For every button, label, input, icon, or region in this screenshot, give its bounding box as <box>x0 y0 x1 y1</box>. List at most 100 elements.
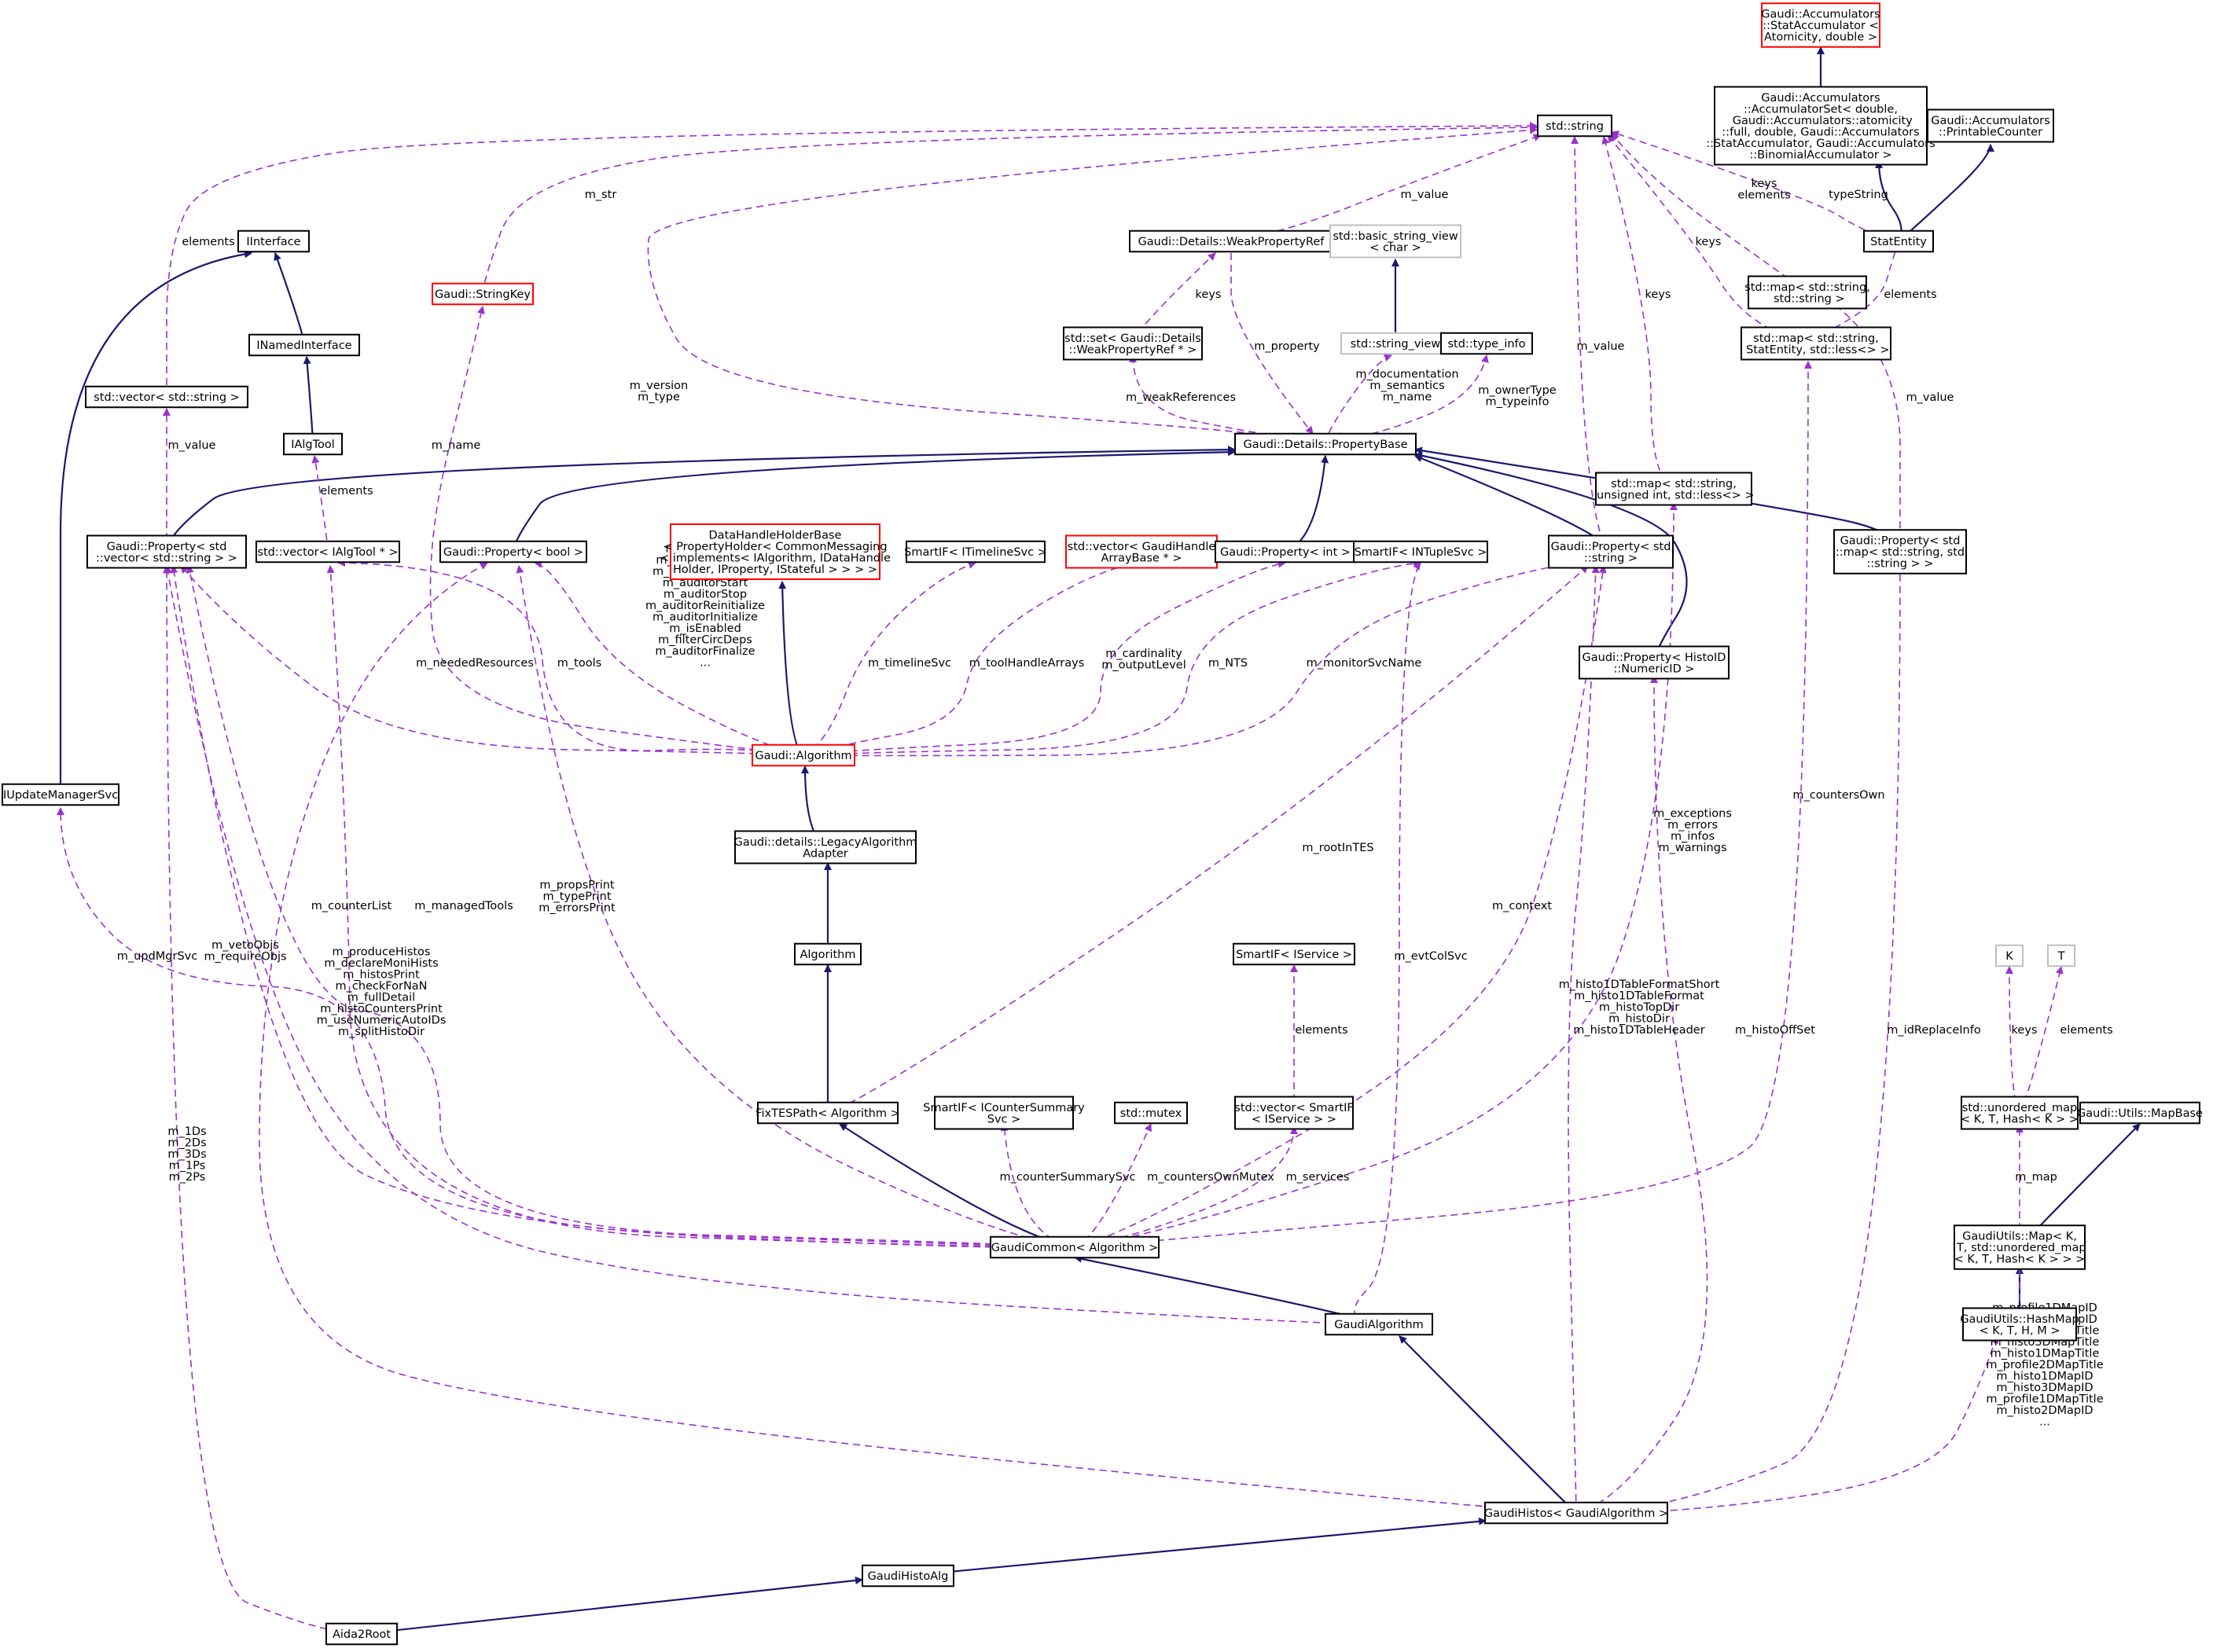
class-node-label: GaudiUtils::HashMap< K, T, H, M > <box>1960 1313 2079 1338</box>
edge-label-statentity-mapstrstat: elements <box>1884 288 1936 301</box>
class-node-label: std::map< std::string, std::string > <box>1744 281 1870 306</box>
class-node-box <box>1329 224 1461 259</box>
class-node-box <box>1748 275 1867 310</box>
edge-label-propmap-mapstrstr: m_value <box>1906 391 1954 404</box>
class-node-box <box>1954 1224 2086 1270</box>
class-node-hashmap[interactable]: GaudiUtils::HashMap< K, T, H, M > <box>1960 1307 2079 1342</box>
edge-label-gaudihistos-propmap: m_idReplaceInfo <box>1887 1024 1981 1037</box>
class-node-unorderedmap[interactable]: std::unordered_map< K, T, Hash< K > > <box>1961 1096 2079 1130</box>
class-node-T[interactable]: T <box>2047 944 2075 967</box>
class-node-mapstrstat[interactable]: std::map< std::string, StatEntity, std::… <box>1741 326 1891 361</box>
class-node-gaudialgorithm_base[interactable]: Gaudi::Algorithm <box>752 743 855 767</box>
class-node-propmap[interactable]: Gaudi::Property< std::map< std::string, … <box>1833 529 1967 575</box>
class-node-fixtes[interactable]: FixTESPath< Algorithm > <box>755 1101 900 1125</box>
class-node-label: SmartIF< IService > <box>1236 949 1352 961</box>
class-node-smartntuple[interactable]: SmartIF< INTupleSvc > <box>1353 540 1488 564</box>
class-node-stdstring[interactable]: std::string <box>1537 114 1612 138</box>
class-node-iinterface[interactable]: IInterface <box>237 229 310 253</box>
class-node-weakpropref[interactable]: Gaudi::Details::WeakPropertyRef <box>1129 229 1333 253</box>
class-node-box <box>1233 942 1355 966</box>
class-node-stdmutex[interactable]: std::mutex <box>1114 1101 1188 1125</box>
class-node-K[interactable]: K <box>1995 944 2024 967</box>
edge-label-stringkey-stdstring: m_str <box>585 189 617 201</box>
class-node-gumap[interactable]: GaudiUtils::Map< K, T, std::unordered_ma… <box>1953 1224 2086 1270</box>
class-node-stataccum[interactable]: Gaudi::Accumulators::StatAccumulator <At… <box>1761 2 1880 48</box>
member-edge-gaudicommon-propstr <box>1074 565 1607 1248</box>
class-node-propint[interactable]: Gaudi::Property< int > <box>1215 540 1356 564</box>
class-node-gaudicommon[interactable]: GaudiCommon< Algorithm > <box>990 1235 1160 1259</box>
class-node-box <box>1537 114 1612 138</box>
class-node-statentity[interactable]: StatEntity <box>1863 229 1934 253</box>
class-node-gaudialg[interactable]: GaudiAlgorithm <box>1325 1312 1433 1336</box>
class-node-vecsmartiservice[interactable]: std::vector< SmartIF< IService > > <box>1234 1096 1354 1130</box>
class-node-gaudihistos[interactable]: GaudiHistos< GaudiAlgorithm > <box>1484 1501 1668 1525</box>
class-node-accumset[interactable]: Gaudi::Accumulators::AccumulatorSet< dou… <box>1706 86 1935 166</box>
class-node-gaudihistoalg[interactable]: GaudiHistoAlg <box>862 1564 954 1588</box>
class-node-iupdmgr[interactable]: IUpdateManagerSvc <box>2 783 119 806</box>
class-node-label: Gaudi::Property< std::map< std::string, … <box>1836 535 1965 571</box>
edge-label-gaudicommon-vecialgtool: m_managedTools <box>414 900 513 912</box>
class-node-setweak[interactable]: std::set< Gaudi::Details::WeakPropertyRe… <box>1063 326 1203 361</box>
class-node-propstr[interactable]: Gaudi::Property< std::string > <box>1548 534 1674 569</box>
edge-label-weakpropref-stdstring: m_value <box>1401 189 1449 201</box>
class-node-inamed[interactable]: INamedInterface <box>248 333 360 357</box>
class-node-box <box>862 1564 954 1588</box>
class-node-algorithm[interactable]: Algorithm <box>794 942 862 966</box>
member-edge-gaudihistos-hashmap <box>1575 1335 1998 1514</box>
class-node-bsv[interactable]: std::basic_string_view< char > <box>1329 224 1461 259</box>
class-node-ialgtool[interactable]: IAlgTool <box>283 432 343 456</box>
edge-label-propbase-setweak: m_weakReferences <box>1126 391 1236 404</box>
class-node-box <box>734 830 917 865</box>
class-node-vecstr[interactable]: std::vector< std::string > <box>85 385 248 409</box>
edge-label-gaudicommon-propstr: m_context <box>1492 900 1552 912</box>
class-node-stringkey[interactable]: Gaudi::StringKey <box>432 282 534 306</box>
edge-label-vecstr-stdstring: elements <box>182 236 234 248</box>
member-edge-gaudihistos-prophistoid <box>1575 675 1708 1514</box>
edge-label-hashmap-unorderedmap: m_map <box>2015 1171 2057 1184</box>
class-node-mapstrstr[interactable]: std::map< std::string, std::string > <box>1744 275 1870 310</box>
class-node-box <box>325 1622 398 1646</box>
edge-label-weakpropref-propbase: m_property <box>1254 340 1320 353</box>
class-node-box <box>2047 944 2075 967</box>
class-node-aida2root[interactable]: Aida2Root <box>325 1622 398 1646</box>
class-node-smarttimeline[interactable]: SmartIF< ITimelineSvc > <box>904 540 1047 564</box>
class-node-box <box>255 540 400 564</box>
class-node-box <box>86 534 247 569</box>
class-node-smartiservice[interactable]: SmartIF< IService > <box>1233 942 1355 966</box>
class-node-label: std::vector< SmartIF< IService > > <box>1234 1102 1353 1126</box>
class-node-box <box>248 333 360 357</box>
member-edge-propbase-strview <box>1325 354 1392 445</box>
class-node-box <box>1325 1312 1433 1336</box>
class-node-strview[interactable]: std::string_view <box>1340 332 1450 355</box>
class-node-label: GaudiAlgorithm <box>1334 1319 1424 1331</box>
class-node-mapstruint[interactable]: std::map< std::string, unsigned int, std… <box>1593 472 1755 506</box>
edge-label-gaudialg-smartntuple: m_evtColSvc <box>1394 950 1467 963</box>
class-node-dhhb[interactable]: DataHandleHolderBase< PropertyHolder< Co… <box>660 523 891 580</box>
edge-label-gaudialgorithm_base-propstr: m_monitorSvcName <box>1307 657 1422 670</box>
class-node-propbool[interactable]: Gaudi::Property< bool > <box>439 540 587 564</box>
class-node-box <box>1234 432 1417 456</box>
class-node-box <box>1761 2 1880 48</box>
class-node-typeinfo[interactable]: std::type_info <box>1440 332 1533 355</box>
class-node-box <box>906 540 1046 564</box>
class-node-box <box>1863 229 1934 253</box>
edge-label-vecsmartiservice-smartiservice: elements <box>1295 1024 1347 1037</box>
class-node-box <box>1548 534 1674 569</box>
class-node-propbase[interactable]: Gaudi::Details::PropertyBase <box>1234 432 1417 456</box>
class-node-mapbase[interactable]: Gaudi::Utils::MapBase <box>2077 1101 2203 1125</box>
inheritance-edge-aida2root-gaudihistoalg <box>361 1577 863 1635</box>
class-node-printcounter[interactable]: Gaudi::Accumulators::PrintableCounter <box>1927 108 2054 143</box>
member-edge-gaudialg-smartntuple <box>1354 562 1421 1325</box>
member-edge-aida2root-propvecstr <box>163 565 362 1635</box>
class-node-box <box>432 282 534 306</box>
class-node-prophistoid[interactable]: Gaudi::Property< HistoID::NumericID > <box>1579 645 1730 680</box>
class-node-vecialgtool[interactable]: std::vector< IAlgTool * > <box>255 540 400 564</box>
class-node-label: GaudiHistoAlg <box>868 1570 949 1583</box>
class-node-propvecstr[interactable]: Gaudi::Property< std::vector< std::strin… <box>86 534 247 569</box>
